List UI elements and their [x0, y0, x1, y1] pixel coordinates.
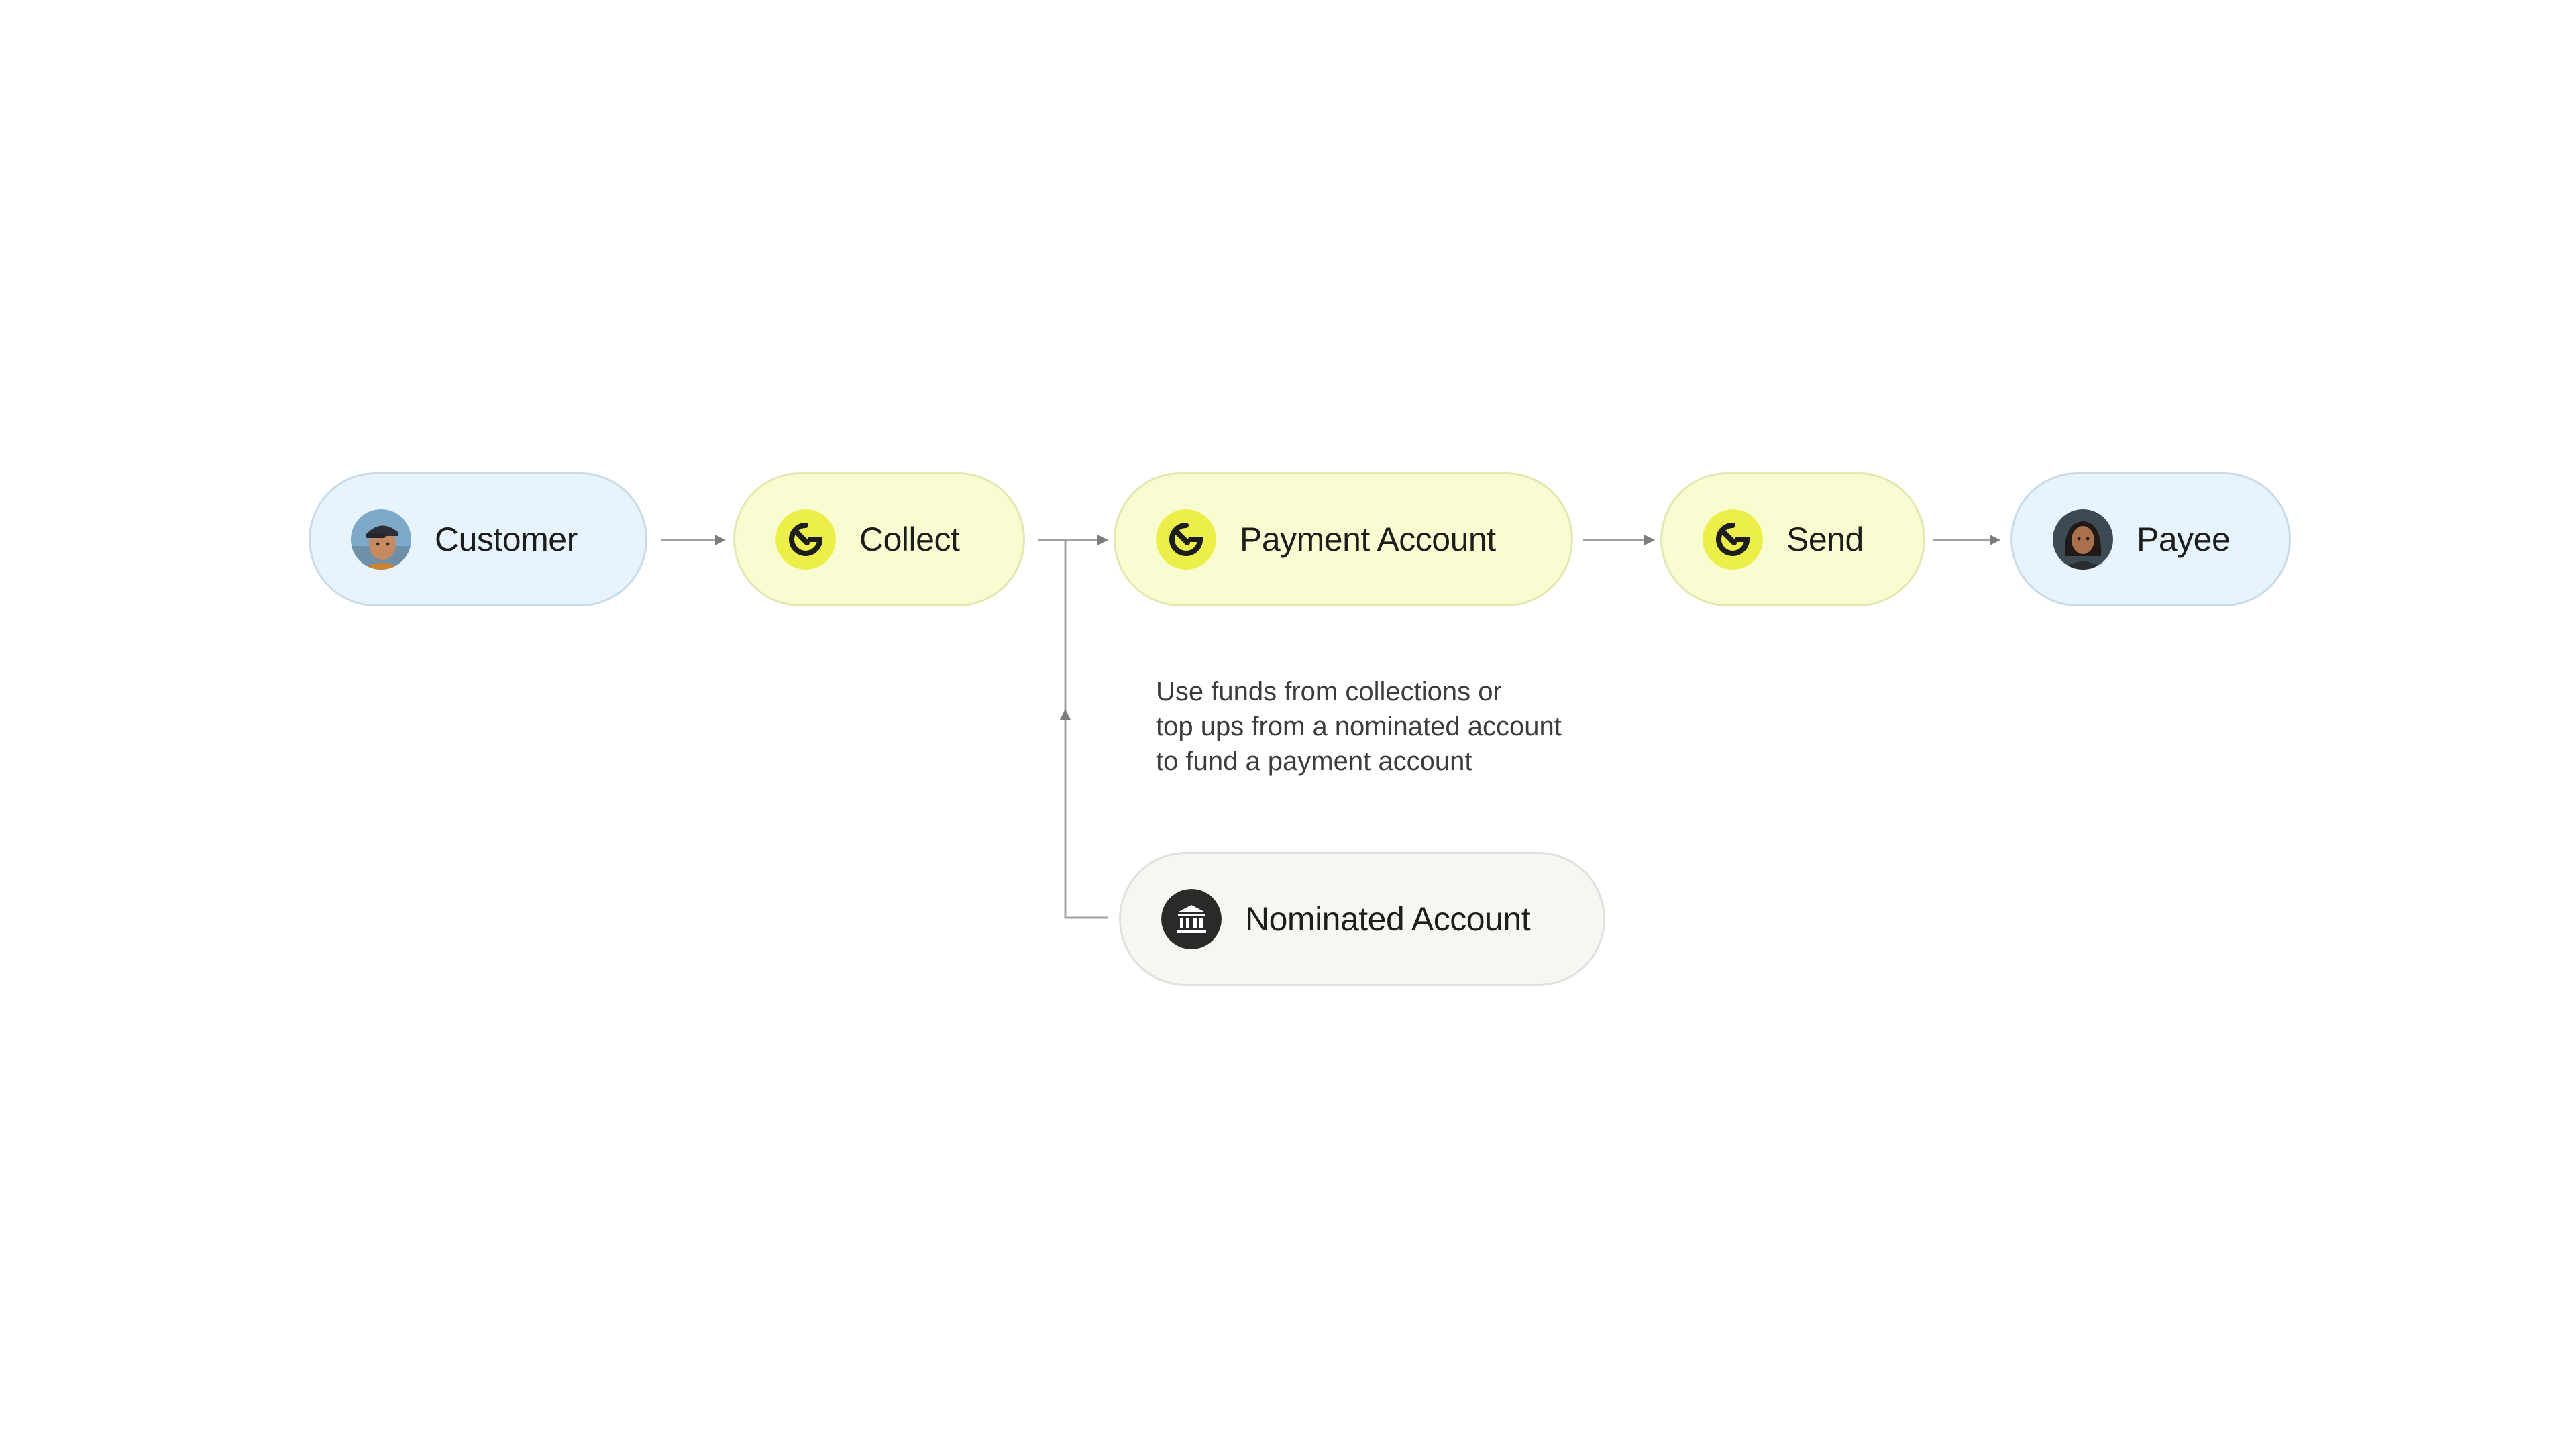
- arrowhead: [1060, 709, 1071, 720]
- brand-logo-icon: [775, 509, 836, 570]
- arrowhead: [1644, 535, 1655, 545]
- node-collect: Collect: [733, 472, 1025, 606]
- node-label: Payee: [2137, 521, 2231, 558]
- arrowhead: [1990, 535, 2000, 545]
- brand-logo-icon: [1156, 509, 1216, 570]
- node-payment-account: Payment Account: [1114, 472, 1573, 606]
- node-label: Nominated Account: [1245, 900, 1531, 938]
- node-send: Send: [1660, 472, 1925, 606]
- arrowhead: [715, 535, 726, 545]
- node-label: Send: [1786, 521, 1864, 558]
- node-label: Payment Account: [1240, 521, 1496, 558]
- caption-line: top ups from a nominated account: [1156, 712, 1562, 741]
- node-label: Customer: [435, 521, 578, 558]
- brand-logo-icon: [1703, 509, 1763, 570]
- node-label: Collect: [859, 521, 960, 558]
- caption-line: to fund a payment account: [1156, 747, 1472, 776]
- node-nominated-account: Nominated Account: [1119, 852, 1605, 986]
- flow-caption: Use funds from collections or top ups fr…: [1156, 674, 1666, 779]
- node-customer: Customer: [309, 472, 647, 606]
- node-payee: Payee: [2010, 472, 2291, 606]
- payee-avatar: [2053, 509, 2113, 570]
- caption-line: Use funds from collections or: [1156, 677, 1502, 706]
- bank-icon: [1161, 889, 1222, 949]
- arrowhead: [1097, 535, 1108, 545]
- customer-avatar: [351, 509, 411, 570]
- arrow-nominated-account-payment-account: [1064, 540, 1108, 919]
